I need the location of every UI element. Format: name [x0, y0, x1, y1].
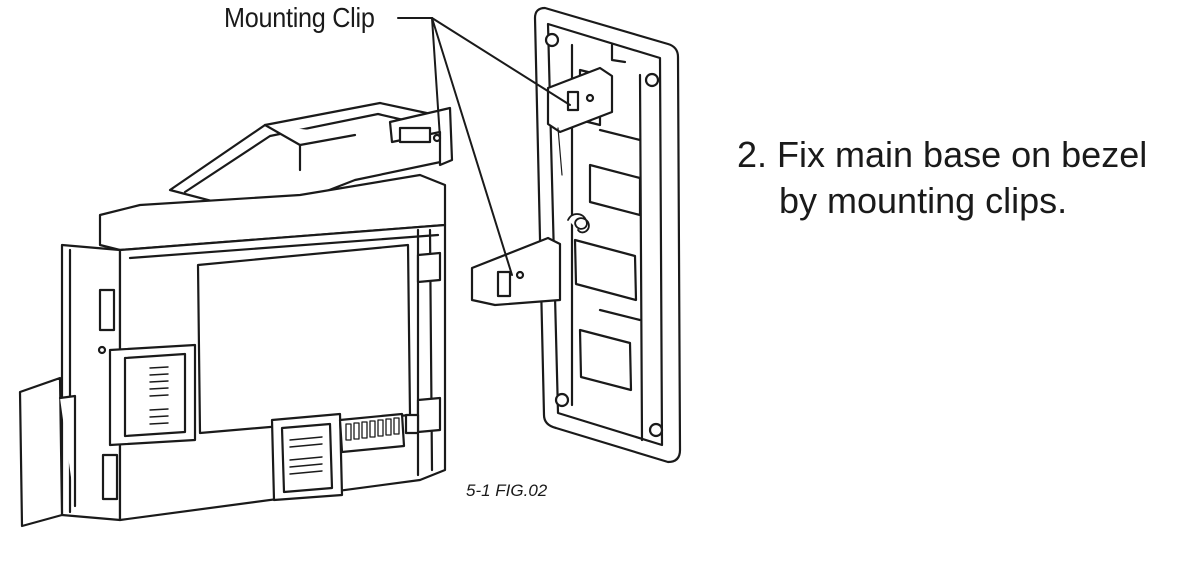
instruction-line-1: 2. Fix main base on bezel — [737, 134, 1148, 175]
mounting-clip-label: Mounting Clip — [224, 2, 375, 33]
spring — [567, 213, 590, 234]
dip-switches — [345, 417, 400, 441]
lower-mounting-clip — [470, 236, 562, 307]
main-base-unit — [18, 101, 454, 528]
upper-mounting-clip — [546, 66, 614, 134]
callout-leader-lines — [397, 17, 571, 276]
figure-caption: 5-1 FIG.02 — [466, 481, 548, 500]
side-connector-pins — [149, 366, 169, 425]
instruction-line-2: by mounting clips. — [779, 180, 1068, 221]
instruction-text: 2. Fix main base on bezel by mounting cl… — [737, 132, 1147, 224]
front-connector-pins — [289, 436, 323, 475]
bezel — [470, 6, 682, 464]
